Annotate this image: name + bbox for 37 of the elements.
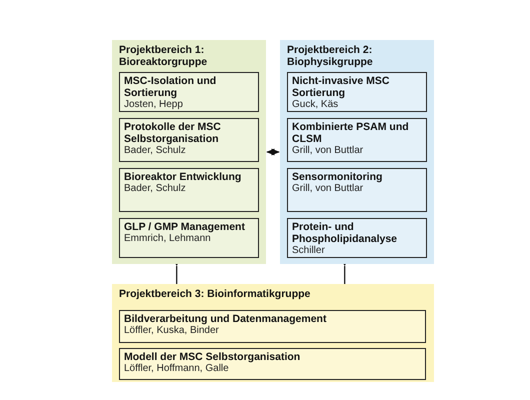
connector <box>266 148 280 156</box>
project-box <box>119 168 259 212</box>
project-title: GLP / GMP Management <box>124 221 246 233</box>
project-title: Protokolle der MSC Selbstorganisation <box>124 121 222 145</box>
team-names: Schiller <box>292 245 326 257</box>
project-box <box>119 310 426 343</box>
project-title: MSC-Isolation und Sortierung <box>124 75 218 99</box>
team-names: Josten, Hepp <box>124 99 184 111</box>
project-title: Bildverarbeitung und Datenmanagement <box>124 313 328 325</box>
project-box <box>287 118 427 162</box>
panel-heading: Projektbereich 3: Bioinformatikgruppe <box>119 288 312 300</box>
project-title: Sensormonitoring <box>292 171 384 183</box>
team-names: Grill, von Buttlar <box>292 145 364 157</box>
project-title: Modell der MSC Selbstorganisation <box>124 351 302 363</box>
project-box <box>119 348 426 380</box>
project-box <box>287 72 427 112</box>
team-names: Guck, Käs <box>292 99 340 111</box>
project-title: Kombinierte PSAM und CLSM <box>292 121 410 145</box>
project-title: Bioreaktor Entwicklung <box>124 171 242 183</box>
project-box <box>287 168 427 212</box>
project-box <box>119 72 259 112</box>
project-box <box>119 218 259 258</box>
panel-heading: Projektbereich 2: Biophysikgruppe <box>287 44 374 68</box>
team-names: Löffler, Hoffmann, Galle <box>124 363 230 375</box>
team-names: Emmrich, Lehmann <box>124 233 212 245</box>
group-panel <box>112 40 266 264</box>
group-panel <box>112 284 434 382</box>
team-names: Bader, Schulz <box>124 183 187 195</box>
project-box <box>287 218 427 258</box>
team-names: Grill, von Buttlar <box>292 183 364 195</box>
project-box <box>119 118 259 162</box>
team-names: Bader, Schulz <box>124 145 187 157</box>
panel-heading: Projektbereich 1: Bioreaktorgruppe <box>119 44 208 68</box>
team-names: Löffler, Kuska, Binder <box>124 325 220 337</box>
project-title: Nicht-invasive MSC Sortierung <box>292 75 390 99</box>
group-panel <box>280 40 434 264</box>
project-title: Protein- und Phospholipidanalyse <box>292 221 398 245</box>
